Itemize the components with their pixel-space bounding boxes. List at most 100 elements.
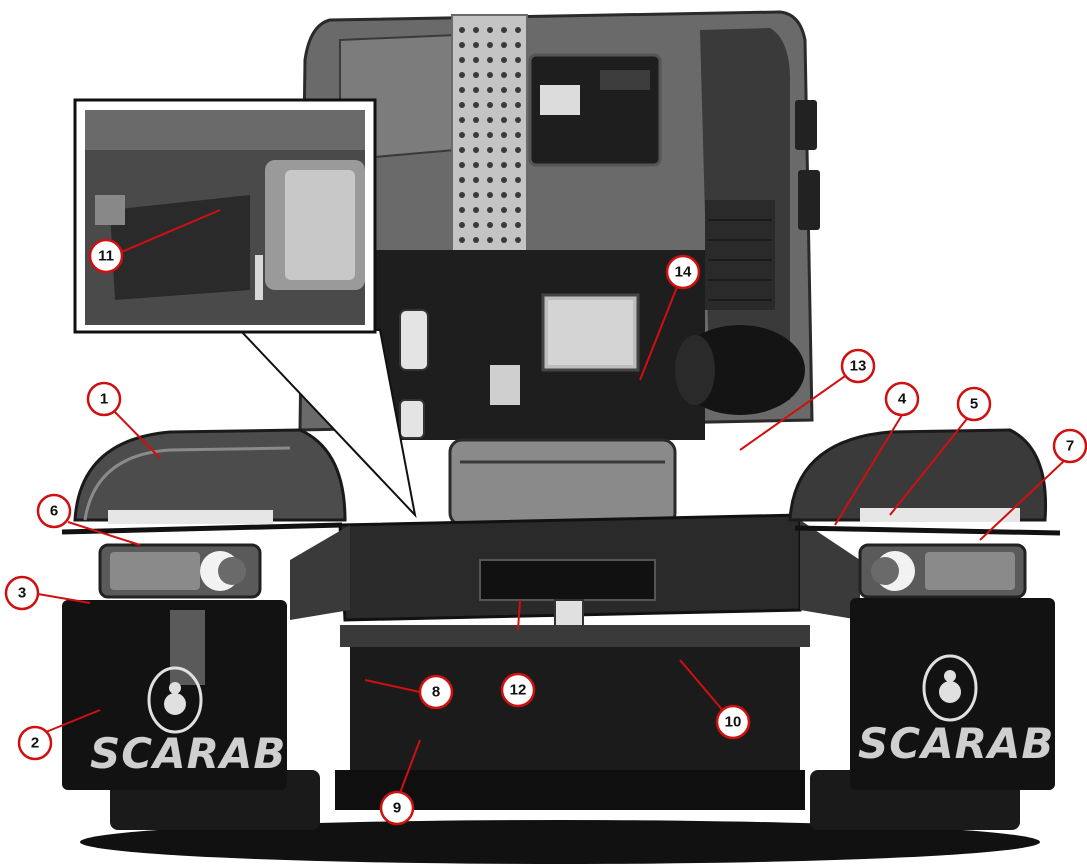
perforation-hole (473, 117, 479, 123)
callout-6: 6 (36, 493, 72, 529)
perforation-hole (501, 192, 507, 198)
perforation-hole (459, 207, 465, 213)
perforation-hole (459, 192, 465, 198)
central-mechanicals (375, 250, 805, 440)
callout-7: 7 (1052, 428, 1087, 464)
perforation-hole (501, 147, 507, 153)
right-tail-light (858, 543, 1027, 599)
callout-5: 5 (956, 386, 992, 422)
callout-label: 1 (100, 391, 108, 408)
callout-label: 11 (98, 248, 114, 265)
perforation-hole (487, 162, 493, 168)
perforation-hole (515, 57, 521, 63)
perforation-hole (487, 42, 493, 48)
perforation-hole (487, 147, 493, 153)
callout-label: 3 (18, 585, 26, 602)
callout-11: 11 (88, 238, 124, 274)
callout-2: 2 (17, 725, 53, 761)
callout-1: 1 (86, 381, 122, 417)
perforation-hole (515, 162, 521, 168)
perforation-hole (459, 177, 465, 183)
callout-3: 3 (4, 575, 40, 611)
perforation-hole (501, 72, 507, 78)
left-tail-light (98, 543, 262, 599)
number-plate-mount (479, 559, 656, 601)
callout-8: 8 (418, 674, 454, 710)
perforation-hole (501, 132, 507, 138)
callout-4: 4 (884, 381, 920, 417)
perforation-hole (515, 177, 521, 183)
perforation-hole (515, 237, 521, 243)
ground-shadow (80, 820, 1040, 864)
perforation-hole (487, 177, 493, 183)
callout-label: 13 (850, 358, 867, 375)
perforation-hole (459, 27, 465, 33)
callout-10: 10 (715, 704, 751, 740)
perforation-hole (459, 102, 465, 108)
callout-13: 13 (840, 348, 876, 384)
perforation-hole (459, 132, 465, 138)
perforation-hole (515, 42, 521, 48)
perforation-hole (501, 87, 507, 93)
perforation-hole (501, 27, 507, 33)
callout-label: 2 (31, 735, 39, 752)
perforation-hole (459, 162, 465, 168)
callout-label: 14 (675, 264, 692, 281)
perforation-hole (501, 162, 507, 168)
perforation-hole (501, 222, 507, 228)
perforation-hole (473, 147, 479, 153)
perforation-hole (487, 117, 493, 123)
callout-9: 9 (379, 790, 415, 826)
fuel-tank (448, 438, 677, 527)
perforation-hole (473, 27, 479, 33)
right-brand-logo: SCARAB (858, 719, 1054, 768)
perforation-hole (515, 117, 521, 123)
perforation-hole (473, 102, 479, 108)
callout-label: 8 (432, 684, 440, 701)
perforation-hole (473, 222, 479, 228)
perforation-hole (473, 87, 479, 93)
perforation-hole (459, 72, 465, 78)
perforation-hole (473, 207, 479, 213)
perforation-hole (487, 57, 493, 63)
perforation-hole (501, 207, 507, 213)
perforation-hole (473, 132, 479, 138)
right-mudflap: SCARAB (850, 598, 1055, 790)
perforation-hole (487, 192, 493, 198)
perforation-hole (459, 147, 465, 153)
perforation-hole (459, 222, 465, 228)
perforation-hole (501, 177, 507, 183)
perforation-hole (515, 102, 521, 108)
callouts: 1 2 3 4 5 6 7 8 (4, 209, 1087, 826)
perforation-hole (515, 222, 521, 228)
callout-label: 10 (725, 714, 742, 731)
perforation-hole (473, 72, 479, 78)
perforation-hole (473, 237, 479, 243)
perforation-hole (487, 87, 493, 93)
callout-label: 12 (510, 682, 527, 699)
perforation-hole (473, 177, 479, 183)
perforation-hole (515, 192, 521, 198)
perforation-hole (459, 57, 465, 63)
callout-14: 14 (665, 254, 701, 290)
detail-inset (73, 98, 417, 519)
perforation-hole (515, 87, 521, 93)
perforation-hole (515, 72, 521, 78)
perforation-hole (515, 27, 521, 33)
callout-label: 9 (393, 800, 401, 817)
perforation-hole (473, 192, 479, 198)
perforation-hole (487, 132, 493, 138)
callout-label: 5 (970, 396, 978, 413)
perforation-hole (515, 207, 521, 213)
perforation-hole (501, 102, 507, 108)
perforation-hole (459, 237, 465, 243)
perforation-hole (501, 42, 507, 48)
callout-label: 6 (50, 503, 58, 520)
left-mudflap: SCARAB (62, 600, 287, 790)
perforation-hole (487, 102, 493, 108)
perforation-hole (487, 72, 493, 78)
callout-label: 4 (898, 391, 907, 408)
perforation-hole (515, 147, 521, 153)
perforation-hole (487, 237, 493, 243)
